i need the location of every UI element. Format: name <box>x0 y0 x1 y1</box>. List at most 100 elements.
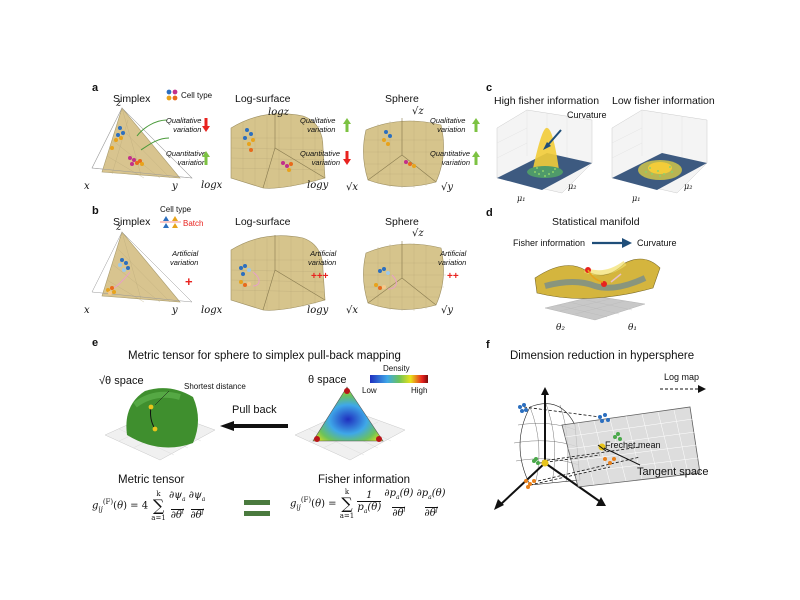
log-a-qual-text: Qualitative variation <box>300 116 336 134</box>
simplex-b-y-label: y <box>172 305 178 316</box>
sphere-a-qual-text: Qualitative variation <box>430 116 466 134</box>
simplex-b-artificial-note: Artificial variation <box>170 249 199 267</box>
batch-label: Batch <box>183 219 204 228</box>
log-surface-b-points <box>239 264 251 287</box>
panel-f-title: Dimension reduction in hypersphere <box>510 350 695 362</box>
artificial-text: Artificial variation <box>170 249 199 267</box>
frechet-mean-label: Frechet mean <box>605 440 661 450</box>
pull-back-arrow-icon <box>220 421 288 431</box>
metric-tensor-label: Metric tensor <box>118 474 185 486</box>
up-arrow-green-icon <box>343 118 351 132</box>
sphere-b-artificial-text: Artificial variation <box>438 249 467 267</box>
simplex-b-points <box>106 258 130 295</box>
low-mu2-label: μ₂ <box>684 182 693 191</box>
log-a-y-label: logy <box>307 180 329 191</box>
simplex-a-points <box>110 126 144 166</box>
up-arrow-green-icon <box>472 118 480 132</box>
simplex-b-z-label: z <box>116 222 122 233</box>
log-b-y-label: logy <box>307 305 329 316</box>
cell-type-legend-dots <box>166 89 178 101</box>
density-high-label: High <box>411 386 428 395</box>
panel-f-letter: f <box>486 339 490 351</box>
tangent-space-label: Tangent space <box>637 466 709 478</box>
panel-b-simplex-title: Simplex <box>113 216 151 228</box>
sphere-b-artificial-note: Artificial variation <box>438 249 467 267</box>
high-fisher-title: High fisher information <box>494 95 600 107</box>
panel-d-letter: d <box>486 207 493 219</box>
simplex-a-y-label: y <box>172 181 178 192</box>
theta-simplex-plot <box>294 386 406 461</box>
log-a-quant-note: Quantitative variation <box>300 149 341 167</box>
down-arrow-red-icon <box>202 118 210 132</box>
panel-e-title: Metric tensor for sphere to simplex pull… <box>128 350 401 362</box>
fisher-information-label-e: Fisher information <box>318 474 411 486</box>
simplex-b-mark: + <box>185 274 193 289</box>
sphere-a-x-label: √x <box>346 182 359 193</box>
simplex-a-plot <box>91 107 193 179</box>
density-low-label: Low <box>362 386 377 395</box>
sphere-a-quant-text: Quantitative variation <box>430 149 471 167</box>
quant-text: Quantitative variation <box>166 149 207 167</box>
panel-a-legend-label: Cell type <box>181 91 213 100</box>
sphere-b-y-label: √y <box>441 305 454 316</box>
density-label: Density <box>383 364 410 373</box>
panel-a-log-title: Log-surface <box>235 93 291 105</box>
panel-a-sphere-title: Sphere <box>385 93 419 105</box>
theta2-label: θ₂ <box>556 323 566 333</box>
simplex-b-plot <box>91 231 193 303</box>
low-mu1-label: μ₁ <box>632 194 641 203</box>
sphere-a-z-label: √z <box>412 106 424 117</box>
simplex-a-quant-note: Quantitative variation <box>166 149 207 167</box>
pull-back-label: Pull back <box>232 404 277 416</box>
log-a-qual-note: Qualitative variation <box>300 116 336 134</box>
panel-a-letter: a <box>92 82 99 94</box>
manifold-plot <box>534 258 661 321</box>
qualitative-pointer <box>136 119 170 151</box>
sphere-a-y-label: √y <box>441 182 454 193</box>
sphere-b-x-label: √x <box>346 305 359 316</box>
theta1-label: θ₁ <box>628 323 638 333</box>
statistical-manifold-title: Statistical manifold <box>552 216 640 228</box>
curvature-label-d: Curvature <box>637 238 677 248</box>
shortest-distance-label: Shortest distance <box>184 382 246 391</box>
sphere-b-points <box>374 267 390 290</box>
fisher-information-label-d: Fisher information <box>513 238 586 248</box>
high-mu1-label: μ₁ <box>517 194 526 203</box>
low-fisher-plot <box>611 109 708 194</box>
simplex-a-qual-note: Qualitative variation <box>166 116 202 134</box>
panel-e-letter: e <box>92 337 99 349</box>
curvature-label-c: Curvature <box>567 110 607 120</box>
panel-c-letter: c <box>486 82 493 94</box>
log-a-x-label: logx <box>201 180 223 191</box>
panel-b-log-title: Log-surface <box>235 216 291 228</box>
log-b-mark: +++ <box>311 271 329 282</box>
high-fisher-plot <box>496 109 593 194</box>
high-mu2-label: μ₂ <box>568 182 577 191</box>
panel-a-simplex-title: Simplex <box>113 93 151 105</box>
up-arrow-green-icon <box>202 151 210 165</box>
hypersphere-plot <box>494 387 701 510</box>
panel-b-sphere-title: Sphere <box>385 216 419 228</box>
simplex-a-x-label: x <box>84 181 90 192</box>
log-b-artificial-text: Artificial variation <box>308 249 337 267</box>
sphere-a-quant-note: Quantitative variation <box>430 149 471 167</box>
down-arrow-red-icon <box>343 151 351 165</box>
panel-b-letter: b <box>92 205 99 217</box>
right-arrow-icon <box>592 238 632 248</box>
log-a-z-label: logz <box>268 107 289 118</box>
log-map-label: Log map <box>664 372 700 382</box>
sqrt-theta-space-text: √θ space <box>99 375 144 387</box>
log-surface-a-points <box>243 128 293 172</box>
log-a-quant-text: Quantitative variation <box>300 149 341 167</box>
sphere-a-qual-note: Qualitative variation <box>430 116 466 134</box>
log-surface-a-plot <box>230 113 326 189</box>
log-b-artificial-note: Artificial variation <box>308 249 337 267</box>
sphere-b-mark: ++ <box>447 271 459 282</box>
panel-b-legend-label: Cell type <box>160 205 192 214</box>
log-map-legend-arrow-icon <box>660 385 706 393</box>
sphere-a-points <box>382 130 416 168</box>
simplex-b-x-label: x <box>84 305 90 316</box>
green-sphere-plot <box>104 388 216 461</box>
qual-text: Qualitative variation <box>166 116 202 134</box>
